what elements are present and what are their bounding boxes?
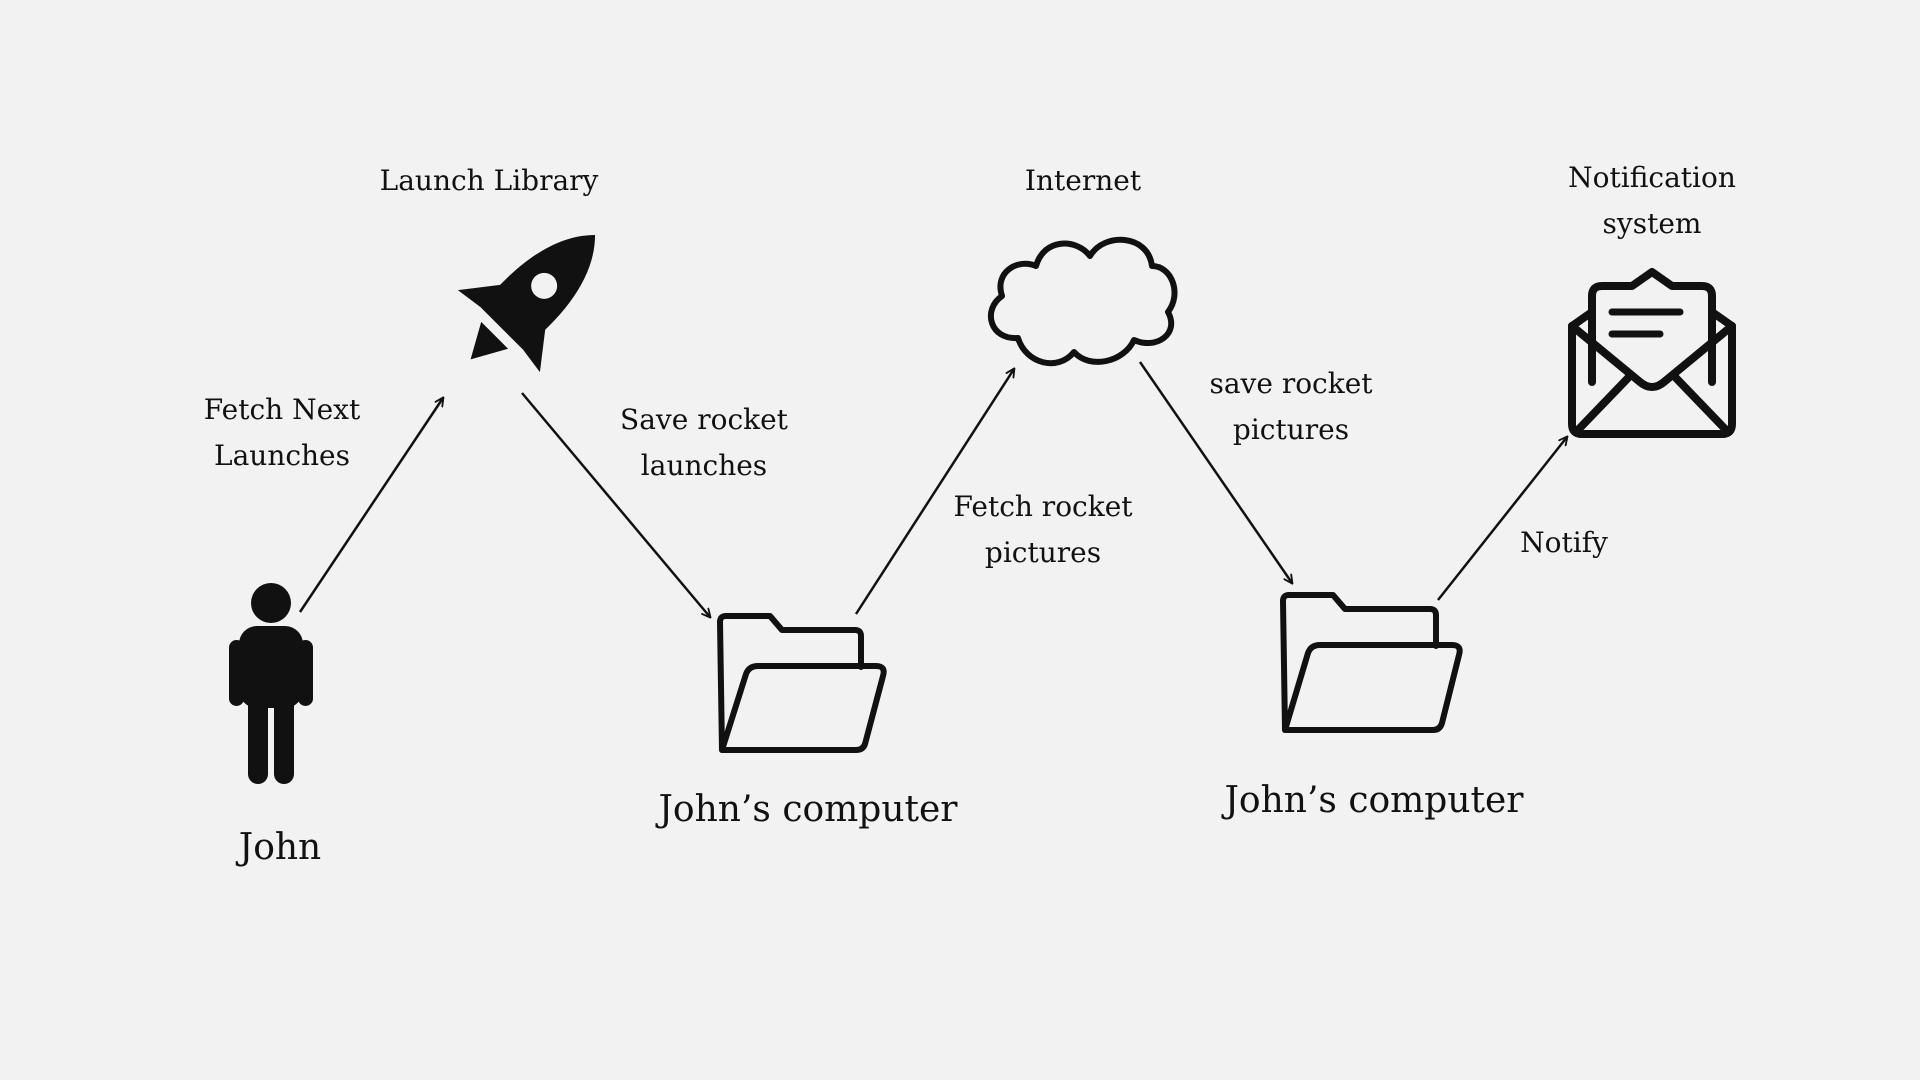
cloud-icon — [987, 236, 1178, 367]
arrow-launch-library-to-computer — [521, 392, 710, 617]
folder-icon — [1280, 592, 1463, 733]
person-icon — [229, 583, 313, 784]
node-label-internet: Internet — [1024, 164, 1142, 197]
node-label-notification: Notification system — [1568, 161, 1736, 240]
arrow-internet-to-computer — [1138, 361, 1292, 583]
edge-label-fetch-next-launches: Fetch Next Launches — [203, 393, 361, 472]
edge-label-save-rocket-pictures: save rocket pictures — [1209, 367, 1373, 446]
folder-icon — [717, 613, 887, 753]
node-label-john: John — [238, 827, 322, 868]
node-label-launch-library: Launch Library — [379, 164, 599, 197]
arrow-computer-to-notification — [1437, 437, 1567, 601]
node-label-computer-2: John’s computer — [1224, 780, 1524, 821]
envelope-icon — [1568, 268, 1736, 438]
arrow-john-to-launch-library — [298, 398, 443, 613]
edge-label-fetch-rocket-pictures: Fetch rocket pictures — [953, 490, 1133, 569]
rocket-icon — [457, 234, 596, 373]
edge-label-notify: Notify — [1520, 526, 1608, 559]
edge-label-save-rocket-launches: Save rocket launches — [620, 403, 788, 482]
node-label-computer-1: John’s computer — [658, 789, 958, 830]
arrow-computer-to-internet — [854, 369, 1014, 615]
